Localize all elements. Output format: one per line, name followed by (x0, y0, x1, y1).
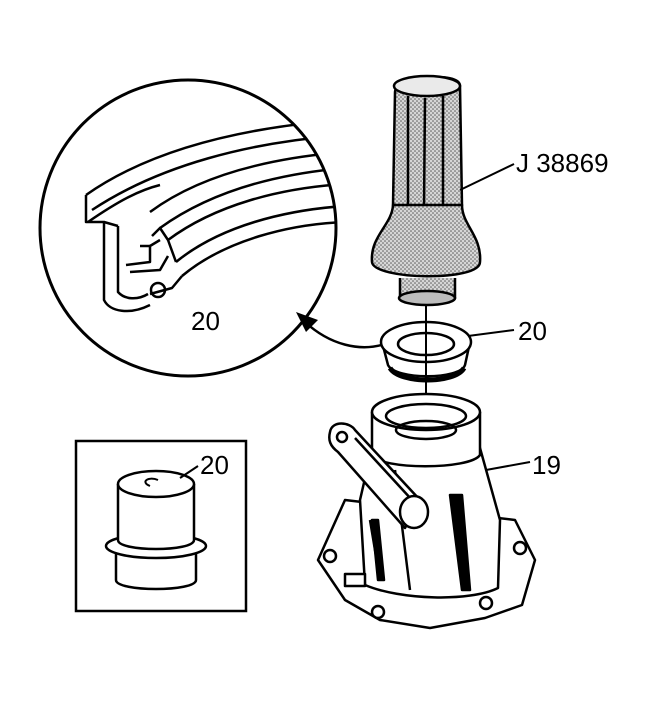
callout-seal: 20 (518, 316, 547, 346)
detail-arrow (296, 312, 386, 349)
callout-housing: 19 (532, 450, 561, 480)
callout-inset-view: 20 (200, 450, 229, 480)
detail-magnifier (38, 78, 338, 378)
callout-tool-j38869: J 38869 (516, 148, 609, 178)
transmission-housing (316, 392, 537, 630)
installer-tool (370, 74, 482, 307)
callout-detail-view: 20 (191, 306, 220, 336)
inset-view (74, 439, 248, 613)
